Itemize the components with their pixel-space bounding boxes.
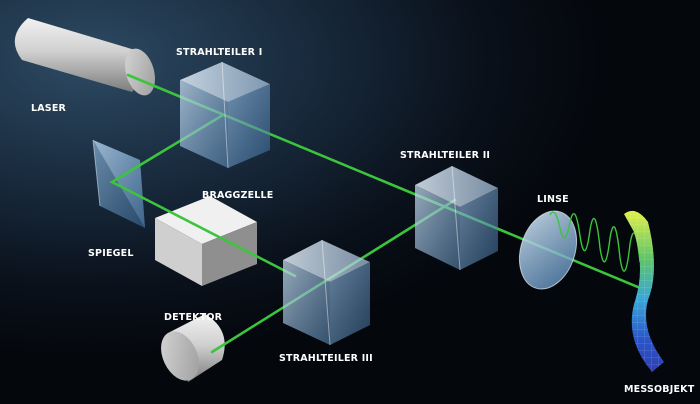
label-mirror: SPIEGEL — [88, 248, 134, 259]
label-laser: LASER — [31, 103, 67, 114]
label-beamsplitter-3: STRAHLTEILER III — [279, 353, 373, 364]
bragg-cell-box — [155, 196, 257, 286]
beamsplitter-1-cube — [180, 61, 270, 169]
detector-body — [161, 314, 225, 382]
lens — [519, 210, 577, 290]
label-beamsplitter-1: STRAHLTEILER I — [176, 47, 263, 58]
label-beamsplitter-2: STRAHLTEILER II — [400, 150, 491, 161]
mirror-prism — [92, 139, 145, 228]
measurement-object — [624, 210, 664, 372]
laser-body — [14, 18, 155, 96]
label-lens: LINSE — [537, 194, 569, 205]
label-detector: DETEKTOR — [164, 312, 223, 323]
beamsplitter-3-cube — [283, 239, 370, 346]
vibration-wave — [549, 211, 641, 272]
label-measurement-object: MESSOBJEKT — [624, 384, 695, 395]
beamsplitter-2-cube — [415, 165, 498, 271]
label-bragg-cell: BRAGGZELLE — [202, 190, 274, 201]
